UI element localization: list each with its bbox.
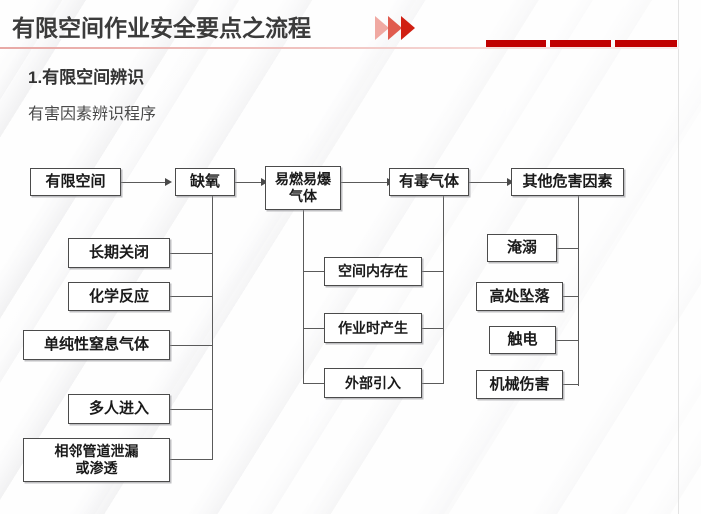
connector-right-1 [557,248,579,250]
arrow-head-n4-n5 [507,178,514,186]
connector-n1-n2 [121,182,167,184]
node-fall-from-height[interactable]: 高处坠落 [476,282,563,311]
node-flammable-explosive-gas[interactable]: 易燃易爆 气体 [265,166,341,210]
triple-chevron-right-icon [375,16,433,40]
connector-left-5 [170,459,213,461]
trunk-mid-right [443,196,445,384]
connector-mid-left-2 [303,328,324,330]
chevron-right-icon-3 [401,16,415,40]
header-accent-bar-2 [550,40,611,49]
connector-left-4 [170,409,213,411]
connector-n4-n5 [469,182,509,184]
slide-header: 有限空间作业安全要点之流程 [0,0,701,52]
node-chemical-reaction[interactable]: 化学反应 [68,282,170,311]
chevron-right-icon-2 [388,16,402,40]
connector-right-4 [563,384,579,386]
connector-mid-right-2 [422,328,444,330]
arrow-head-n1-n2 [165,178,172,186]
node-long-term-closure[interactable]: 长期关闭 [68,238,170,268]
chevron-right-icon-1 [375,16,389,40]
node-oxygen-deficiency[interactable]: 缺氧 [175,168,235,196]
node-flammable-explosive-gas-line2: 气体 [289,188,317,204]
connector-n3-n4 [341,182,389,184]
arrow-head-n2-n3 [261,178,268,186]
node-other-hazard-factors[interactable]: 其他危害因素 [511,168,624,196]
connector-mid-left-1 [303,271,324,273]
node-simple-asphyxiant-gas[interactable]: 单纯性窒息气体 [23,330,170,360]
node-externally-introduced[interactable]: 外部引入 [324,368,422,398]
node-mechanical-injury[interactable]: 机械伤害 [476,370,563,399]
connector-mid-right-3 [422,383,444,385]
node-adjacent-pipeline-leak-line1: 相邻管道泄漏 [54,442,139,459]
connector-right-3 [556,340,579,342]
connector-mid-right-1 [422,271,444,273]
node-generated-during-work[interactable]: 作业时产生 [324,313,422,343]
node-adjacent-pipeline-leak[interactable]: 相邻管道泄漏 或渗透 [23,438,170,482]
connector-left-1 [170,253,213,255]
node-multiple-entrants[interactable]: 多人进入 [68,394,170,424]
node-flammable-explosive-gas-line1: 易燃易爆 [275,170,331,187]
node-confined-space[interactable]: 有限空间 [30,168,121,196]
connector-mid-left-3 [303,383,324,385]
node-electric-shock[interactable]: 触电 [489,326,556,354]
connector-left-3 [170,345,213,347]
trunk-right-branch [578,196,580,386]
node-drowning[interactable]: 淹溺 [487,234,557,262]
section-subheading: 有害因素辨识程序 [28,106,157,123]
header-accent-bar-3 [615,40,677,49]
header-divider-rule [0,47,679,49]
page-title: 有限空间作业安全要点之流程 [12,15,311,41]
section-heading: 1.有限空间辨识 [28,68,145,87]
node-adjacent-pipeline-leak-line2: 或渗透 [75,460,118,476]
connector-right-2 [563,296,579,298]
trunk-left-branch [212,196,214,460]
connector-left-2 [170,296,213,298]
node-toxic-gas[interactable]: 有毒气体 [389,168,469,196]
connector-n2-n3 [235,182,263,184]
trunk-mid-left [303,210,305,384]
header-accent-bar-1 [486,40,546,49]
node-present-in-space[interactable]: 空间内存在 [324,257,422,286]
